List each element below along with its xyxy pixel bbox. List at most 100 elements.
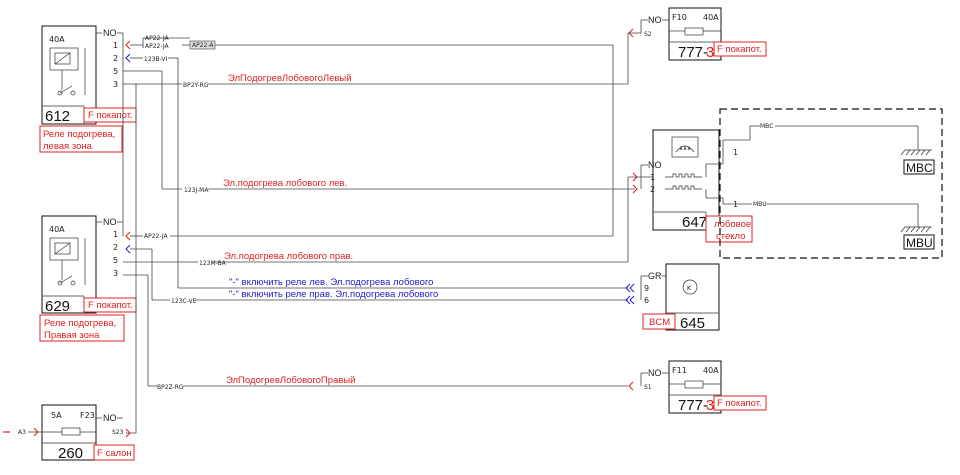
fuse-f11-body (668, 360, 722, 414)
heater-element-2 (665, 185, 702, 190)
heater-element-1 (665, 173, 702, 178)
ground-mbc-label: MBC (906, 161, 933, 175)
bcm-645-pin-6: 6 (644, 296, 649, 305)
relay-612-rating: 40A (49, 35, 65, 44)
fuse-f11-no-label: NO (648, 368, 662, 378)
wires-relay-612: AP22-JA AP22-JA AP22-A 123B-VI 123J-MA B… (123, 33, 635, 288)
fuse-f11-number-suffix: 3 (706, 397, 714, 414)
fuse-260: 5A F23 260 F салон NO S23 A3 (3, 84, 137, 462)
wire-123b-vi: 123B-VI (144, 56, 167, 63)
fuse-260-pin: S23 (112, 429, 124, 436)
fuse-f10-fuse-icon (684, 27, 704, 36)
ground-mbc-icon (900, 149, 931, 156)
wire-ap22ja-c: AP22-JA (144, 233, 169, 240)
ground-mbc: MBC (900, 149, 935, 175)
fuse-f11-fuse-loc: F покапот. (717, 398, 762, 409)
wires-relay-629: AP22-JA 123M-BA BP2Z-RG 123C-VE (123, 177, 629, 391)
windshield-647-no-label: NO (648, 160, 662, 170)
label-heat-right-wire: ЭлПодогревЛобовогоПравый (226, 375, 355, 386)
bcm-k-icon (682, 279, 698, 295)
relay-612-number: 612 (45, 108, 70, 125)
windshield-647: 647 лобовое стекло NO 1 2 1 MBC 1 MBU (628, 108, 943, 259)
relay-629-no-label: NO (103, 217, 117, 227)
fuse-260-fuse-loc-box (93, 444, 135, 461)
bcm-645-pin-9: 9 (644, 284, 649, 293)
bcm-645-gr-label: GR (648, 271, 662, 281)
ground-mbu: MBU (900, 226, 935, 250)
windshield-647-name-box (705, 215, 753, 243)
label-heat-left: Эл.подогрева лобового лев. (223, 178, 347, 189)
relay-629-rating: 40A (49, 225, 65, 234)
fuse-f10-rating: 40A (703, 13, 719, 22)
ground-mbu-box (903, 234, 935, 250)
relay-629-pin-5: 5 (113, 256, 118, 265)
fuse-260-input-label: A3 (18, 429, 26, 436)
fuse-260-fuse-loc: F салон (97, 448, 132, 459)
fuse-f11-rating: 40A (703, 366, 719, 375)
relay-612-pin-2: 2 (113, 54, 118, 63)
fuse-260-number: 260 (58, 445, 83, 462)
relay-629-name-box (39, 314, 125, 342)
fuse-f11-id: F11 (672, 366, 687, 375)
wire-ap22ja-a: AP22-JA (145, 35, 170, 42)
label-bcm-left: "-" включить реле лев. Эл.подогрева лобо… (229, 277, 433, 288)
relay-612-coil-icon (49, 47, 86, 96)
wire-bp2y-rg: BP2Y-RG (183, 82, 209, 89)
wire-123m-ba: 123M-BA (199, 260, 227, 267)
relay-629-name-line2: Правая зона (44, 330, 100, 341)
windshield-647-name-line1: лобовое (714, 219, 751, 230)
windshield-647-pin-2: 2 (650, 185, 655, 194)
relay-612-pin-5: 5 (113, 67, 118, 76)
fuse-f10-no-label: NO (648, 15, 662, 25)
label-heat-left-wire: ЭлПодогревЛобовогоЛевый (228, 73, 352, 84)
relay-612-name-line2: левая зона (43, 141, 93, 152)
bcm-645-name: BCM (649, 317, 670, 328)
bcm-k-glyph: K (687, 285, 692, 292)
label-heat-right: Эл.подогрева лобового прав. (224, 251, 353, 262)
windshield-647-pin-1: 1 (650, 173, 655, 182)
relay-612-no-label: NO (103, 28, 117, 38)
relay-612: 40A 612 F покапот. Реле подогрева, левая… (39, 25, 137, 236)
fuse-f11-pin: S1 (644, 384, 652, 391)
bcm-645: K 645 BCM GR 9 6 (625, 263, 720, 332)
windshield-647-body (652, 129, 720, 231)
fuse-f10: F10 40A 777- 3 F покапот. NO S2 (628, 7, 767, 61)
relay-629-number: 629 (45, 298, 70, 315)
defrost-icon (671, 136, 699, 158)
fuse-f11-fuse-icon (684, 380, 704, 389)
fuse-f11-fuse-loc-box (713, 395, 767, 411)
relay-629-coil-icon (49, 237, 86, 286)
windshield-zone-dashed-border (719, 108, 943, 259)
fuse-f10-fuse-loc-box (713, 41, 767, 57)
relay-629: 40A 629 F покапот. Реле подогрева, Права… (39, 215, 137, 342)
fuse-260-id: F23 (80, 411, 95, 420)
relay-629-body (41, 215, 97, 314)
fuse-f10-number-suffix: 3 (706, 44, 714, 61)
relay-629-name-line1: Реле подогрева, (44, 318, 116, 329)
relay-612-fuse-loc: F покапот. (88, 110, 133, 121)
relay-612-pin-1: 1 (113, 41, 118, 50)
relay-612-pin-3: 3 (113, 80, 118, 89)
wire-ap22a: AP22-A (192, 42, 214, 49)
ground-mbc-box (903, 159, 935, 175)
wire-bp2z-rg: BP2Z-RG (157, 384, 184, 391)
relay-612-name-line1: Реле подогрева, (43, 129, 115, 140)
windshield-647-name-line2: стекло (716, 231, 745, 242)
fuse-f10-id: F10 (672, 13, 687, 22)
relay-629-pin-1: 1 (113, 230, 118, 239)
ground-mbu-icon (900, 226, 931, 233)
fuse-260-body (41, 404, 97, 461)
windshield-647-ground-pin-bottom: 1 (733, 200, 738, 209)
relay-629-pin-3: 3 (113, 269, 118, 278)
bcm-645-number: 645 (680, 315, 705, 332)
relay-629-fuse-loc: F покапот. (88, 300, 133, 311)
wire-123c-ve: 123C-VE (171, 298, 197, 305)
wire-123j-ma: 123J-MA (184, 187, 209, 194)
fuse-260-fuse-icon (61, 427, 81, 436)
wire-mbc: MBC (760, 123, 773, 130)
fuse-f10-number: 777- (678, 44, 708, 61)
fuse-f10-fuse-loc: F покапот. (717, 44, 762, 55)
label-bcm-right: "-" включить реле прав. Эл.подогрева лоб… (229, 289, 438, 300)
wire-ap22ja-b: AP22-JA (145, 43, 170, 50)
